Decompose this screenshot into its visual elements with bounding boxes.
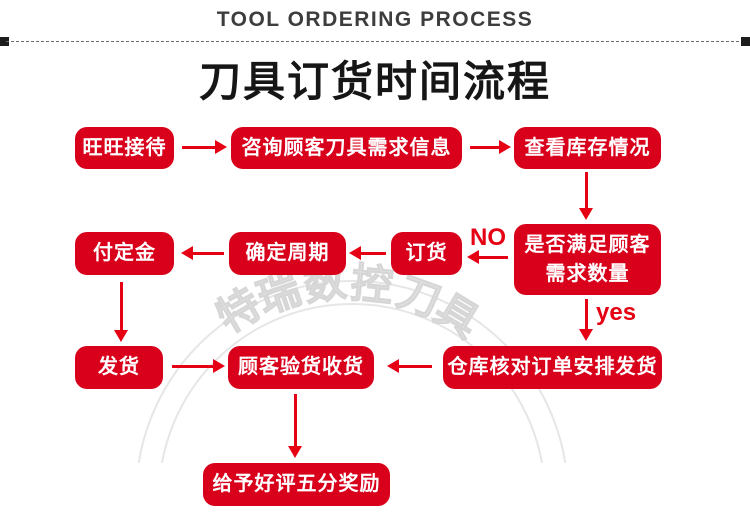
flow-node-five-star-reward: 给予好评五分奖励 <box>203 463 390 506</box>
flow-node-meet-demand: 是否满足顾客 需求数量 <box>514 224 661 295</box>
arrow-left-icon <box>181 246 224 260</box>
arrow-down-icon <box>579 299 593 341</box>
page-title-chinese: 刀具订货时间流程 <box>198 58 551 105</box>
flow-node-confirm-cycle: 确定周期 <box>229 232 346 275</box>
arrow-down-icon <box>579 172 593 220</box>
page-title-english: TOOL ORDERING PROCESS <box>216 8 534 31</box>
arrow-down-icon <box>114 282 128 342</box>
flow-node-meet-demand-line1: 是否满足顾客 <box>524 233 651 256</box>
arrow-left-icon <box>387 359 432 373</box>
branch-label-yes: yes <box>596 299 637 326</box>
arrow-right-icon <box>182 140 227 154</box>
arrow-down-icon <box>288 394 302 458</box>
flow-node-place-order: 订货 <box>391 232 462 275</box>
flow-node-check-stock: 查看库存情况 <box>514 127 661 169</box>
flow-node-customer-inspect: 顾客验货收货 <box>228 346 374 389</box>
arrow-left-icon <box>467 250 508 264</box>
arrow-right-icon <box>470 140 511 154</box>
flow-node-pay-deposit: 付定金 <box>75 232 174 275</box>
flow-node-ship-goods: 发货 <box>75 346 163 389</box>
rule-endcap-left <box>0 37 9 46</box>
arrow-left-icon <box>349 246 386 260</box>
watermark-char: 控 <box>348 258 396 311</box>
flow-node-consult-demand: 咨询顾客刀具需求信息 <box>231 127 462 169</box>
arrow-right-icon <box>172 359 225 373</box>
branch-label-no: NO <box>470 224 506 251</box>
rule-endcap-right <box>741 37 750 46</box>
flow-node-meet-demand-line2: 需求数量 <box>545 262 630 285</box>
dashed-divider <box>6 41 744 42</box>
flow-node-warehouse-arrange: 仓库核对订单安排发货 <box>443 346 662 389</box>
flow-node-wangwang-reception: 旺旺接待 <box>75 127 174 169</box>
